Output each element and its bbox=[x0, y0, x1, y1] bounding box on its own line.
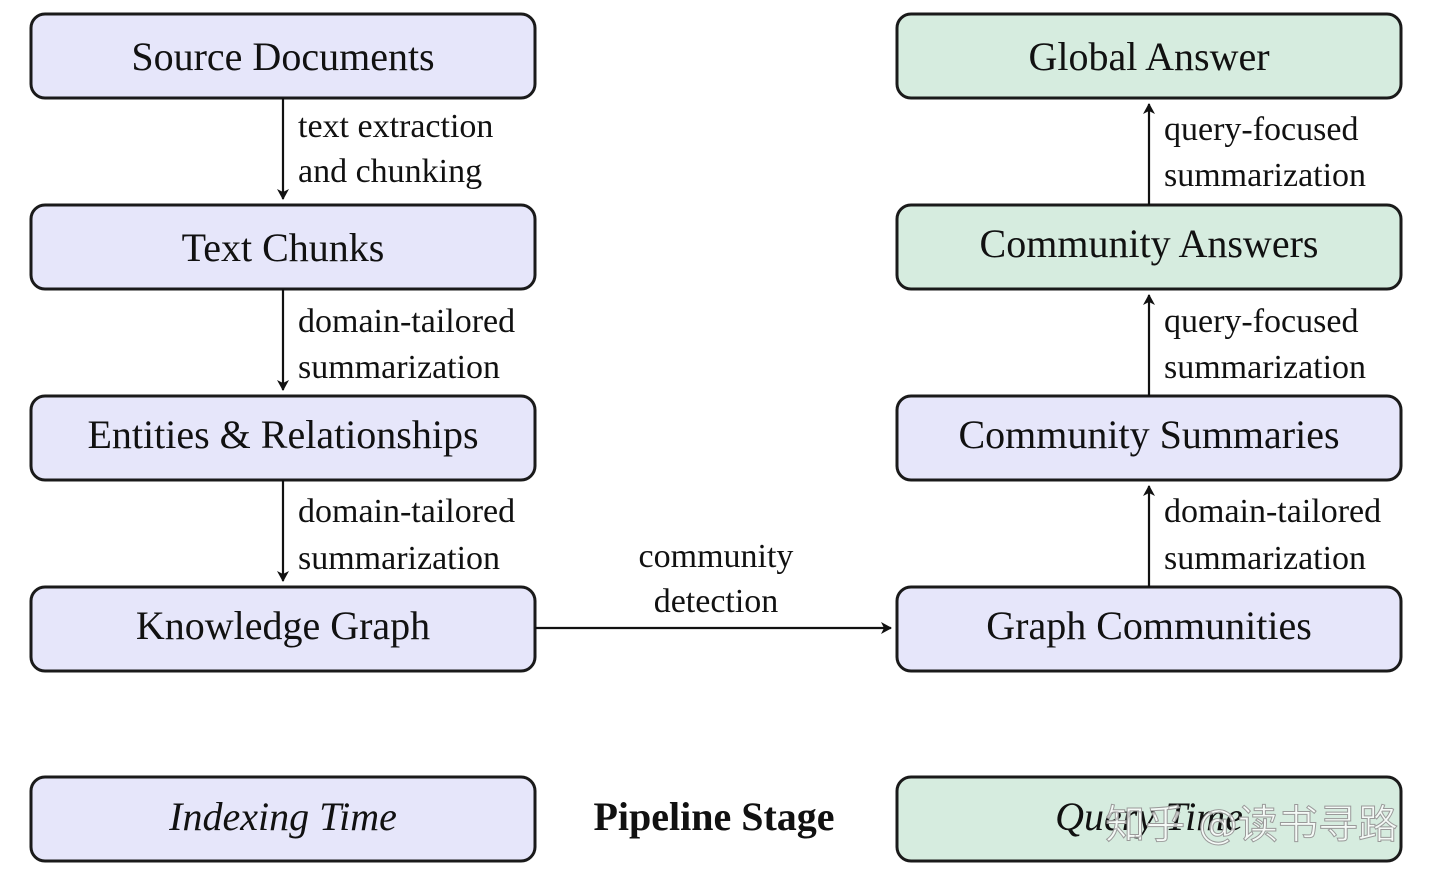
edge-summarization-3: domain-tailored summarization bbox=[1143, 485, 1381, 587]
node-global-answer: Global Answer bbox=[895, 12, 1403, 100]
legend-pipeline-stage-label: Pipeline Stage bbox=[593, 794, 834, 839]
node-global-answer-label: Global Answer bbox=[1028, 34, 1269, 79]
node-entities-relationships: Entities & Relationships bbox=[29, 394, 537, 482]
edge-query-focused-2-line-2: summarization bbox=[1164, 157, 1366, 194]
edge-extraction-line-1: text extraction bbox=[298, 108, 493, 145]
node-community-answers-label: Community Answers bbox=[980, 221, 1319, 266]
edge-query-focused-2-line-1: query-focused bbox=[1164, 111, 1358, 148]
node-source-documents: Source Documents bbox=[29, 12, 537, 100]
node-text-chunks: Text Chunks bbox=[29, 203, 537, 291]
node-community-answers: Community Answers bbox=[895, 203, 1403, 291]
watermark-text: 知乎 @读书寻路 bbox=[1105, 802, 1398, 848]
edge-summarization-2-line-2: summarization bbox=[298, 540, 500, 577]
edge-community-detection-line-1: community bbox=[639, 538, 794, 575]
node-graph-communities: Graph Communities bbox=[895, 585, 1403, 673]
legend-indexing-time-label: Indexing Time bbox=[168, 794, 397, 839]
node-knowledge-graph: Knowledge Graph bbox=[29, 585, 537, 673]
edge-extraction: text extraction and chunking bbox=[277, 98, 493, 200]
node-knowledge-graph-label: Knowledge Graph bbox=[136, 603, 430, 648]
node-community-summaries-label: Community Summaries bbox=[958, 412, 1339, 457]
edge-query-focused-1-line-1: query-focused bbox=[1164, 303, 1358, 340]
edge-summarization-3-line-2: summarization bbox=[1164, 540, 1366, 577]
edge-query-focused-2: query-focused summarization bbox=[1143, 103, 1366, 205]
node-community-summaries: Community Summaries bbox=[895, 394, 1403, 482]
edge-query-focused-1: query-focused summarization bbox=[1143, 294, 1366, 396]
edge-summarization-2-line-1: domain-tailored bbox=[298, 493, 515, 530]
edge-community-detection: community detection bbox=[535, 538, 892, 634]
edge-extraction-line-2: and chunking bbox=[298, 153, 482, 190]
edge-summarization-1-line-1: domain-tailored bbox=[298, 303, 515, 340]
edge-community-detection-line-2: detection bbox=[654, 583, 779, 620]
edge-summarization-1: domain-tailored summarization bbox=[277, 289, 515, 391]
edge-summarization-3-line-1: domain-tailored bbox=[1164, 493, 1381, 530]
node-graph-communities-label: Graph Communities bbox=[986, 603, 1312, 648]
edge-query-focused-1-line-2: summarization bbox=[1164, 349, 1366, 386]
legend-query-time: Query Time bbox=[895, 775, 1403, 863]
node-text-chunks-label: Text Chunks bbox=[182, 225, 385, 270]
edge-summarization-2: domain-tailored summarization bbox=[277, 480, 515, 582]
node-entities-relationships-label: Entities & Relationships bbox=[87, 412, 478, 457]
node-source-documents-label: Source Documents bbox=[131, 34, 434, 79]
legend-query-time-label: Query Time bbox=[1055, 794, 1243, 839]
edge-summarization-1-line-2: summarization bbox=[298, 349, 500, 386]
legend-indexing-time: Indexing Time bbox=[29, 775, 537, 863]
